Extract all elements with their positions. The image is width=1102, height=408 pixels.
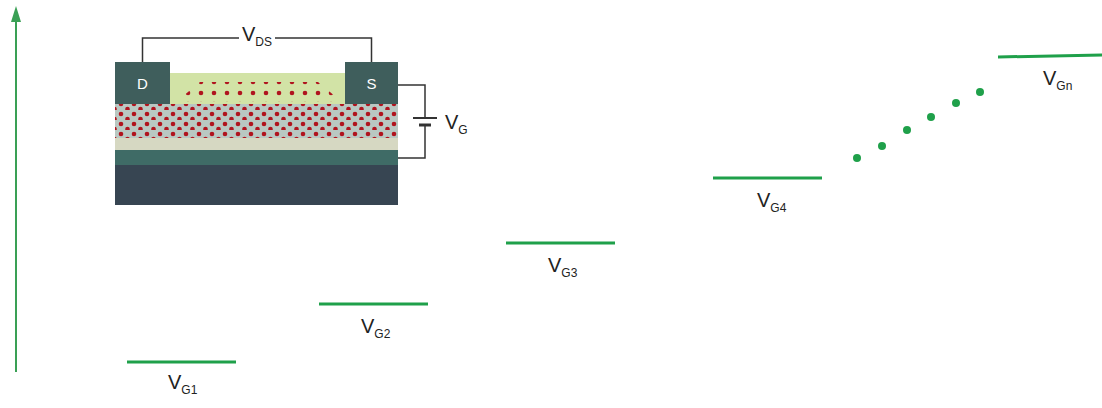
gate-layer [115, 150, 398, 165]
electrode-box: S [345, 62, 398, 104]
level-line [713, 177, 822, 180]
ion-layer [115, 104, 398, 138]
axis-arrowhead [11, 6, 21, 22]
voltage-label: VG3 [548, 255, 577, 279]
level-line [127, 361, 236, 364]
voltage-label: VG4 [757, 190, 786, 214]
voltage-label: VG2 [361, 316, 390, 340]
level-line [998, 55, 1102, 57]
substrate [115, 165, 398, 205]
ellipsis-dots [853, 88, 984, 162]
gate-wire [398, 126, 425, 158]
electrode-box: D [115, 62, 170, 104]
axis-line [15, 20, 17, 372]
electrode-label: D [137, 75, 148, 92]
channel-dots [176, 82, 342, 102]
electrode-label: S [366, 75, 376, 92]
battery-plate [413, 117, 437, 119]
voltage-label: VGn [1043, 68, 1072, 92]
voltage-label: VG1 [168, 372, 197, 396]
voltage-label: VDS [239, 24, 275, 48]
ion-dots [115, 104, 398, 138]
channel [170, 73, 345, 104]
voltage-label: VG [445, 112, 468, 136]
gate-wire [398, 85, 425, 117]
level-line [319, 303, 428, 306]
level-line [506, 242, 615, 245]
dielectric-layer [115, 138, 398, 150]
